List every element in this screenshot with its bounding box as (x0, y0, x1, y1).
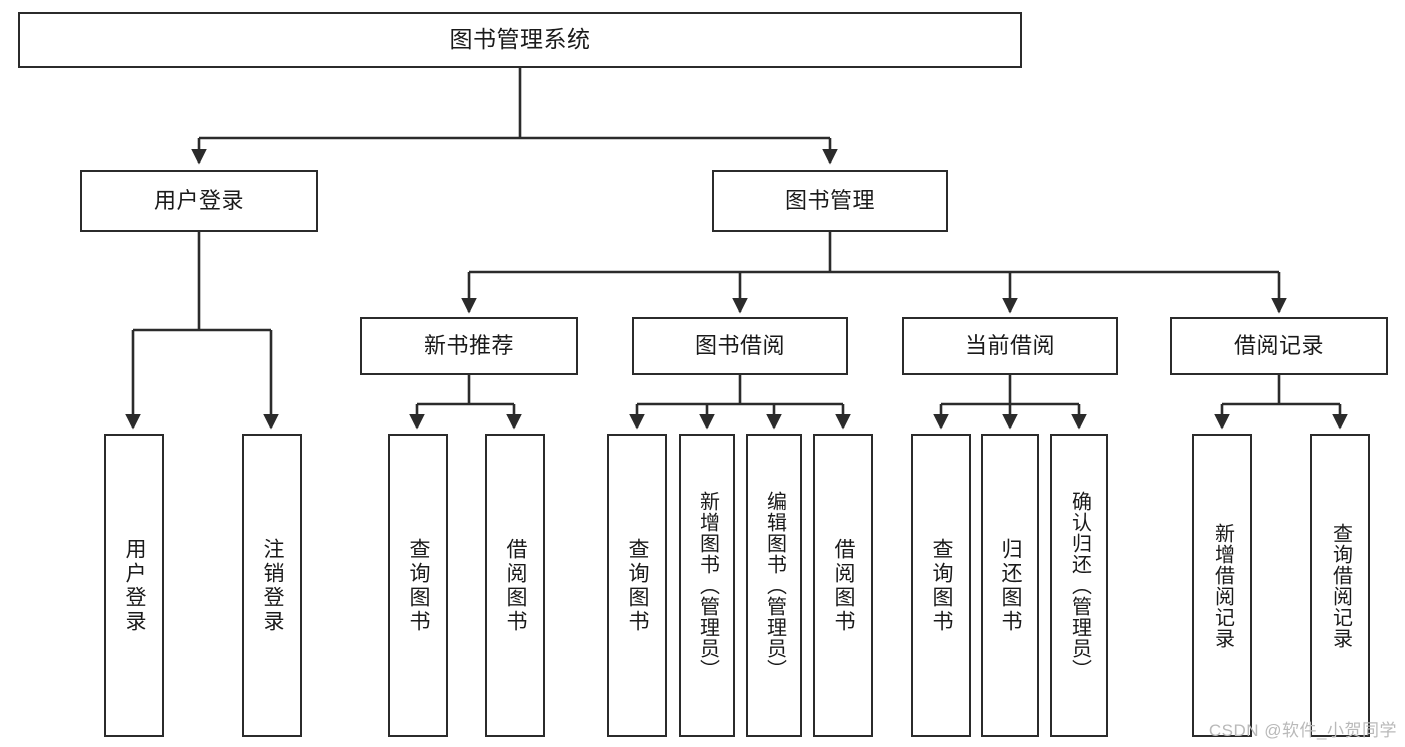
node-label: 新增图书（管理员） (696, 491, 719, 680)
node-label: 用户登录 (153, 187, 244, 213)
node-label: 查询图书 (407, 537, 431, 634)
node-label: 确认归还（管理员） (1068, 491, 1091, 680)
leaf-current-borrow-confirm-return-admin[interactable]: 确认归还（管理员） (1050, 434, 1108, 737)
node-root-book-management-system[interactable]: 图书管理系统 (18, 12, 1022, 68)
leaf-new-book-query-book[interactable]: 查询图书 (388, 434, 448, 737)
node-label: 图书管理 (784, 187, 875, 213)
leaf-current-borrow-query-book[interactable]: 查询图书 (911, 434, 971, 737)
node-new-book-recommend[interactable]: 新书推荐 (360, 317, 578, 375)
node-label: 查询图书 (626, 537, 650, 634)
leaf-book-borrow-borrow-book[interactable]: 借阅图书 (813, 434, 873, 737)
node-book-management[interactable]: 图书管理 (712, 170, 948, 232)
leaf-book-borrow-add-book-admin[interactable]: 新增图书（管理员） (679, 434, 735, 737)
node-label: 新增借阅记录 (1211, 522, 1234, 649)
node-current-borrow[interactable]: 当前借阅 (902, 317, 1118, 375)
node-label: 用户登录 (123, 537, 147, 634)
node-label: 查询借阅记录 (1329, 522, 1352, 649)
node-label: 注销登录 (261, 537, 285, 634)
leaf-logout[interactable]: 注销登录 (242, 434, 302, 737)
leaf-query-borrow-record[interactable]: 查询借阅记录 (1310, 434, 1370, 737)
leaf-book-borrow-edit-book-admin[interactable]: 编辑图书（管理员） (746, 434, 802, 737)
leaf-user-login[interactable]: 用户登录 (104, 434, 164, 737)
node-label: 图书借阅 (694, 332, 785, 358)
node-label: 归还图书 (999, 537, 1023, 634)
node-label: 当前借阅 (964, 332, 1055, 358)
leaf-add-borrow-record[interactable]: 新增借阅记录 (1192, 434, 1252, 737)
node-label: 图书管理系统 (449, 26, 591, 53)
node-label: 借阅记录 (1233, 332, 1324, 358)
node-user-login[interactable]: 用户登录 (80, 170, 318, 232)
leaf-current-borrow-return-book[interactable]: 归还图书 (981, 434, 1039, 737)
node-label: 新书推荐 (423, 332, 514, 358)
node-label: 查询图书 (930, 537, 954, 634)
node-label: 借阅图书 (504, 537, 528, 634)
leaf-book-borrow-query-book[interactable]: 查询图书 (607, 434, 667, 737)
csdn-watermark: CSDN @软件_小贺同学 (1208, 721, 1397, 740)
node-label: 借阅图书 (832, 537, 856, 634)
node-book-borrow[interactable]: 图书借阅 (632, 317, 848, 375)
node-borrow-record[interactable]: 借阅记录 (1170, 317, 1388, 375)
node-label: 编辑图书（管理员） (763, 491, 786, 680)
leaf-new-book-borrow-book[interactable]: 借阅图书 (485, 434, 545, 737)
